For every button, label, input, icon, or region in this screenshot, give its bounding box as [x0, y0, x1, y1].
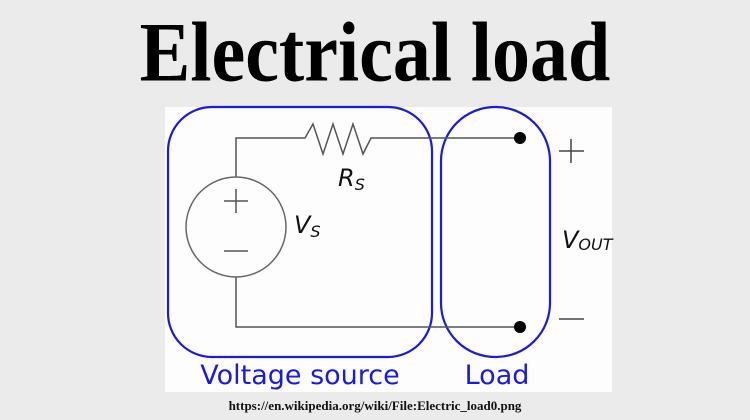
bottom-wire — [235, 277, 520, 328]
load-group-label: Load — [465, 360, 530, 391]
load-group-outline — [439, 105, 552, 359]
source-caption: https://en.wikipedia.org/wiki/File:Elect… — [228, 398, 522, 413]
voltage-source-symbol — [185, 176, 287, 278]
voltage-source-label: VS — [294, 211, 321, 241]
plus-sign-icon — [224, 189, 248, 213]
page-title: Electrical load — [139, 5, 611, 100]
output-voltage-label: VOUT — [562, 226, 614, 254]
resistor-label: RS — [338, 164, 365, 194]
diagram-panel — [165, 107, 612, 392]
output-plus-icon — [559, 139, 584, 163]
resistor-rs — [298, 121, 520, 157]
output-terminal-bottom — [514, 321, 526, 333]
top-wire-left — [235, 137, 298, 177]
voltage-source-group-label: Voltage source — [200, 360, 400, 391]
voltage-source-group-outline — [166, 105, 434, 359]
output-terminal-top — [514, 132, 526, 144]
